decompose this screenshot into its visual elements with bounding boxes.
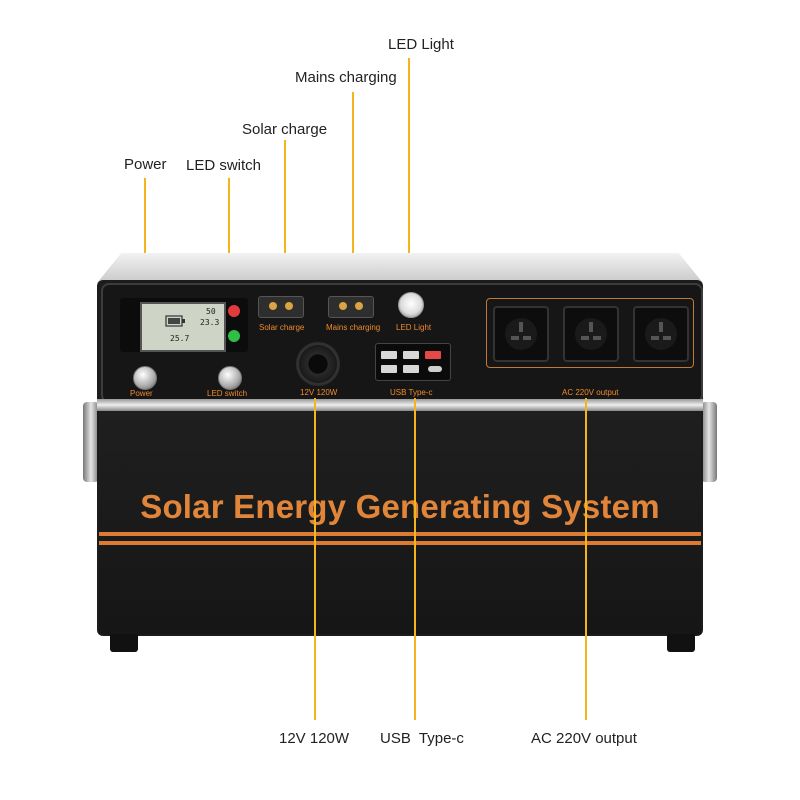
label-mains-charging: Mains charging (326, 323, 381, 332)
callout-solar-charge: Solar charge (242, 121, 328, 138)
usb-port-icon[interactable] (403, 365, 419, 373)
ac-outlet-icon[interactable] (563, 306, 619, 362)
label-led-light: LED Light (396, 323, 432, 332)
green-indicator-led (228, 330, 240, 342)
leader-usb-typec (414, 398, 416, 720)
ac-outlet-panel (486, 298, 694, 368)
battery-icon (165, 315, 185, 327)
ac-outlet-icon[interactable] (633, 306, 689, 362)
usb-port-icon[interactable] (425, 351, 441, 359)
callout-mains-charging: Mains charging (295, 69, 397, 86)
outlet-slot (593, 336, 601, 340)
outlet-slot (663, 336, 671, 340)
orange-stripe-bottom (99, 541, 701, 545)
label-led-switch: LED switch (207, 389, 248, 398)
xt60-connector-icon (269, 302, 277, 310)
led-switch-button[interactable] (218, 366, 242, 390)
usb-port-icon[interactable] (381, 351, 397, 359)
ac-outlet-icon[interactable] (493, 306, 549, 362)
outlet-slot (589, 322, 593, 332)
label-usb-typec: USB Type-c (390, 388, 433, 397)
lcd-line1: 50 (206, 307, 216, 316)
mains-charging-port[interactable] (328, 296, 374, 318)
right-foot (667, 634, 695, 652)
callout-led-switch: LED switch (186, 157, 262, 174)
outlet-face (575, 318, 607, 350)
outlet-slot (511, 336, 519, 340)
outlet-slot (519, 322, 523, 332)
usb-panel (375, 343, 451, 381)
chrome-divider (97, 399, 703, 411)
left-foot (110, 634, 138, 652)
callout-power: Power (124, 156, 167, 173)
led-light-lamp (398, 292, 424, 318)
lcd-display (140, 302, 226, 352)
outlet-slot (581, 336, 589, 340)
outlet-face (505, 318, 537, 350)
label-power: Power (130, 389, 153, 398)
cigarette-socket-icon[interactable] (296, 342, 340, 386)
outlet-slot (523, 336, 531, 340)
leader-ac-output (585, 398, 587, 720)
outlet-slot (651, 336, 659, 340)
usb-port-icon[interactable] (381, 365, 397, 373)
lcd-line2: 23.3 (200, 318, 220, 327)
type-c-port-icon[interactable] (428, 366, 442, 372)
unit-top-cover (97, 253, 703, 283)
callout-dc-output: 12V 120W (279, 730, 350, 747)
leader-solar-charge (284, 140, 286, 297)
xt60-connector-icon (339, 302, 347, 310)
label-ac-output: AC 220V output (562, 388, 619, 397)
solar-charge-port[interactable] (258, 296, 304, 318)
orange-stripe-top (99, 532, 701, 536)
lower-housing (99, 411, 701, 634)
label-solar-charge: Solar charge (259, 323, 305, 332)
callout-led-light: LED Light (388, 36, 454, 53)
label-dc-output: 12V 120W (300, 388, 338, 397)
outlet-slot (659, 322, 663, 332)
right-handle (701, 402, 717, 482)
product-headline: Solar Energy Generating System (140, 488, 660, 525)
xt60-pin (285, 302, 293, 310)
leader-mains-charging (352, 92, 354, 297)
leader-led-light (408, 58, 410, 298)
left-handle (83, 402, 99, 482)
power-button[interactable] (133, 366, 157, 390)
outlet-face (645, 318, 677, 350)
lcd-line3: 25.7 (170, 334, 190, 343)
red-indicator-led (228, 305, 240, 317)
leader-dc-output (314, 398, 316, 720)
callout-ac-output: AC 220V output (531, 730, 637, 747)
callout-usb-typec: USB Type-c (380, 730, 464, 747)
usb-port-icon[interactable] (403, 351, 419, 359)
xt60-pin (355, 302, 363, 310)
